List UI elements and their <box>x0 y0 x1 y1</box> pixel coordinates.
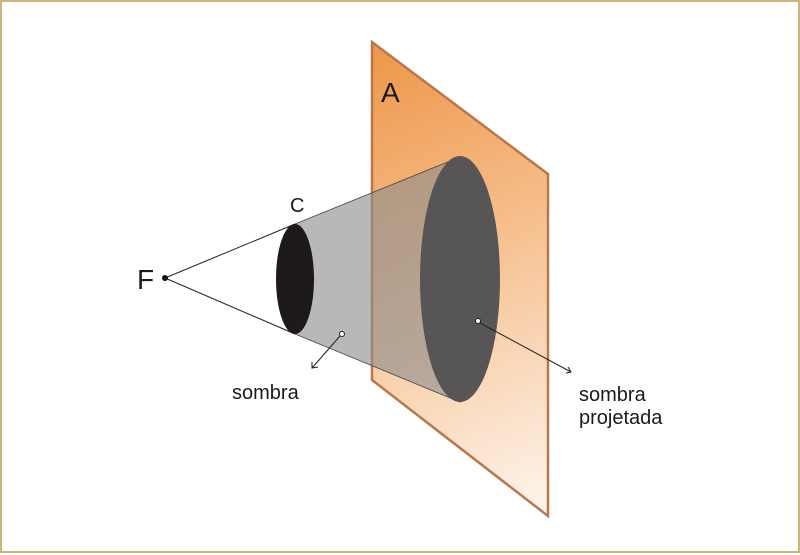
projected-pointer-arrowhead <box>565 366 572 374</box>
projected-pointer-dot <box>475 318 481 324</box>
projected-pointer-line <box>479 322 572 373</box>
object-label: C <box>290 195 304 217</box>
shadow-pointer-dot <box>339 331 345 337</box>
plane-label: A <box>381 77 400 108</box>
focus-point <box>162 275 168 281</box>
ray-upper <box>164 223 296 279</box>
focus-label: F <box>137 264 154 295</box>
shadow-pointer-line <box>311 335 341 369</box>
projected-shadow-label-line2: projetada <box>579 407 663 429</box>
object-disc-c <box>276 224 314 334</box>
ray-lower <box>164 277 296 335</box>
shadow-label: sombra <box>232 382 300 404</box>
projected-shadow-label-line1: sombra <box>579 384 647 406</box>
shadow-pointer-arrowhead <box>311 362 319 369</box>
projected-shadow <box>420 156 500 402</box>
